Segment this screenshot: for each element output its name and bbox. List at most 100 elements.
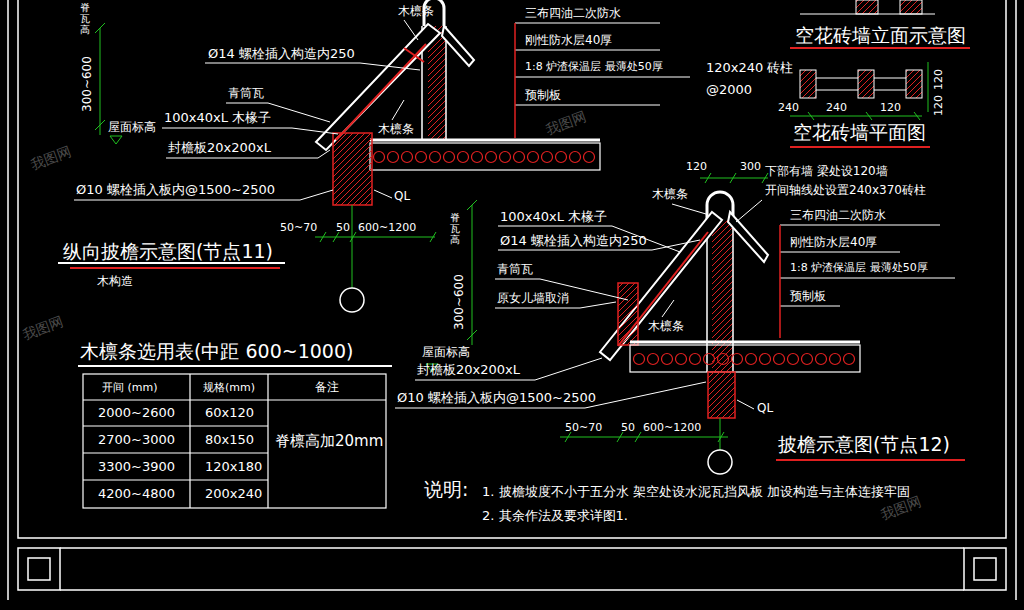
annotation-label: QL <box>757 401 773 415</box>
annotation-label: Ø14 螺栓插入构造内250 <box>208 46 355 62</box>
dimension-label: 120 <box>686 160 707 173</box>
dimension-label: 120 <box>932 95 945 116</box>
leader-line <box>374 190 392 198</box>
slab-hole <box>430 152 441 163</box>
annotation-label: 预制板 <box>790 289 826 303</box>
slab-hole <box>844 354 855 365</box>
annotation-label: 青筒瓦 <box>497 262 533 276</box>
dimension-label: 50 <box>336 221 350 234</box>
watermark: 我图网 <box>543 108 588 138</box>
slab-hole <box>718 354 729 365</box>
table-grid <box>83 426 268 480</box>
slab-hole <box>760 354 771 365</box>
slab-hole <box>816 354 827 365</box>
table-cell: 规格(mm) <box>203 381 255 394</box>
table-cell: 120x180 <box>205 459 262 475</box>
section-12 <box>395 173 965 474</box>
leader-line <box>498 226 680 252</box>
slab-hole <box>704 354 715 365</box>
title-underline <box>790 146 930 148</box>
slab-hole <box>528 152 539 163</box>
roof-tiles <box>728 212 768 262</box>
leader-line <box>736 200 762 222</box>
level-mark <box>110 136 122 144</box>
dimension-label: 300 <box>740 160 761 173</box>
table-cell: 3300~3900 <box>98 459 175 475</box>
slab-hole <box>662 354 673 365</box>
table-grid <box>83 374 386 508</box>
annotation-label: 刚性防水层40厚 <box>525 33 612 47</box>
table-cell: 备注 <box>315 380 339 394</box>
leader-line <box>162 128 338 134</box>
brick-course <box>816 78 906 90</box>
leader-lines <box>74 20 690 200</box>
dimension-label: 50~70 <box>565 421 602 434</box>
brick <box>856 0 878 14</box>
dimension-label: 600~1200 <box>643 421 701 434</box>
leader-lines <box>395 200 955 409</box>
brick-pier <box>800 70 816 98</box>
slab-hole <box>634 354 645 365</box>
leader-line <box>779 225 781 338</box>
table-cell: 200x240 <box>205 486 262 502</box>
parapet <box>618 283 638 345</box>
dimension-label: 240 <box>778 101 799 114</box>
title-underline <box>776 459 965 461</box>
slab-hole <box>388 152 399 163</box>
annotation-label: 木檩条 <box>648 319 684 333</box>
precast-slab <box>370 143 600 170</box>
annotation-label: 屋面标高 <box>108 120 156 134</box>
slab-hole <box>676 354 687 365</box>
slab-hole <box>402 152 413 163</box>
slab-hole <box>374 152 385 163</box>
dimension-label: 脊瓦高 <box>450 212 460 245</box>
leader-line <box>404 20 418 40</box>
leader-line <box>392 100 404 120</box>
annotation-label: Ø10 螺栓插入板内@1500~2500 <box>397 390 596 406</box>
annotation-label: 下部有墙 梁处设120墙 <box>765 164 888 178</box>
leader-line <box>672 204 706 214</box>
dimension-line <box>95 23 105 135</box>
title-underline <box>790 47 970 49</box>
annotation-label: 120x240 砖柱 <box>706 60 793 76</box>
annotation-label: 刚性防水层40厚 <box>790 235 877 249</box>
title-underline <box>70 267 280 269</box>
brick-pier <box>906 70 922 98</box>
frame-line <box>18 0 1006 538</box>
annotation-label: 100x40xL 木椽子 <box>164 110 271 126</box>
title-underline <box>78 365 392 367</box>
dimension-line <box>700 173 768 183</box>
dimension-line <box>467 200 477 345</box>
annotation-label: 青筒瓦 <box>228 86 264 100</box>
dimension-label: 50~70 <box>280 221 317 234</box>
axis-line <box>720 418 721 450</box>
rafter <box>618 232 708 346</box>
table-cell: 脊檩高加20mm <box>275 432 383 450</box>
title-underline <box>58 262 285 264</box>
annotation-label: 三布四油二次防水 <box>525 6 621 20</box>
slab-hole <box>500 152 511 163</box>
slab-hole <box>570 152 581 163</box>
slab-hole <box>444 152 455 163</box>
dimension-label: 300~600 <box>452 274 466 330</box>
slab-hole <box>486 152 497 163</box>
note-text: 1. 披檐坡度不小于五分水 架空处设水泥瓦挡风板 加设构造与主体连接牢固 <box>482 484 910 500</box>
sheet-frame <box>8 0 1016 600</box>
slab-hole <box>802 354 813 365</box>
leader-line <box>737 400 754 409</box>
table-cell: 2000~2600 <box>98 405 175 421</box>
table-cell: 开间 (mm) <box>102 381 158 394</box>
leader-line <box>205 63 420 70</box>
dimension-line <box>790 62 928 120</box>
slab-hole <box>584 152 595 163</box>
brick-wall-figures <box>790 0 970 147</box>
ring-beam <box>708 372 735 418</box>
slab-holes <box>374 152 595 163</box>
slab-hole <box>458 152 469 163</box>
section-11 <box>58 0 690 312</box>
slab-hole <box>830 354 841 365</box>
dimension-label: 600~1200 <box>358 221 416 234</box>
brick <box>900 0 922 14</box>
slab-hole <box>472 152 483 163</box>
